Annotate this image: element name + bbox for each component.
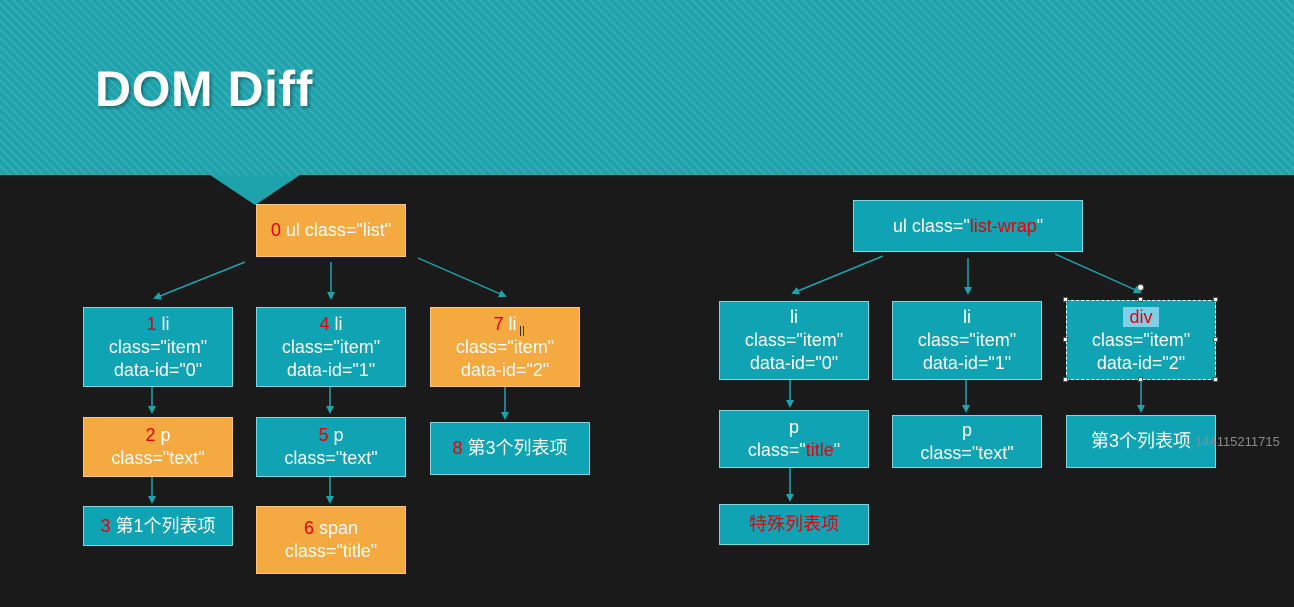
node-ul-list-wrap: ul class="list-wrap" (853, 200, 1083, 252)
resize-handle-br[interactable] (1213, 377, 1218, 382)
node-li-0: li class="item" data-id="0" (719, 301, 869, 380)
side-number: 144115211715 (1195, 434, 1280, 449)
node-p-text: p class="text" (892, 415, 1042, 468)
resize-handle-mr[interactable] (1213, 337, 1218, 342)
node-2-p: 2 p class="text" (83, 417, 233, 477)
node-p-title: p class="title" (719, 410, 869, 468)
edge-r-li0 (791, 255, 884, 295)
edge-0-7 (417, 257, 507, 298)
edge-0-1 (153, 261, 246, 300)
node-3-text: 3 第1个列表项 (83, 506, 233, 546)
node-text-item3: 第3个列表项 (1066, 415, 1216, 468)
title-banner (0, 0, 1294, 175)
resize-handle-tl[interactable] (1063, 297, 1068, 302)
resize-handle-tr[interactable] (1213, 297, 1218, 302)
node-6-span: 6 span class="title" (256, 506, 406, 574)
node-8-text: 8 第3个列表项 (430, 422, 590, 475)
resize-handle-bl[interactable] (1063, 377, 1068, 382)
resize-handle-tc[interactable] (1138, 297, 1143, 302)
slide-title: DOM Diff (95, 61, 313, 117)
node-5-p: 5 p class="text" (256, 417, 406, 477)
banner-notch (210, 175, 300, 205)
node-1-li: 1 li class="item" data-id="0" (83, 307, 233, 387)
node-4-li: 4 li class="item" data-id="1" (256, 307, 406, 387)
node-7-li: 7 li class="item" data-id="2" (430, 307, 580, 387)
node-text-special: 特殊列表项 (719, 504, 869, 545)
rotate-handle-icon[interactable] (1137, 284, 1144, 291)
text-cursor-icon (520, 326, 524, 336)
resize-handle-bc[interactable] (1138, 377, 1143, 382)
node-li-1: li class="item" data-id="1" (892, 301, 1042, 380)
node-div-2[interactable]: div class="item" data-id="2" (1066, 300, 1216, 380)
selected-text-highlight: div (1123, 306, 1159, 327)
node-0-ul-list: 0 ul class="list" (256, 204, 406, 257)
resize-handle-ml[interactable] (1063, 337, 1068, 342)
edge-r-div2 (1054, 253, 1142, 294)
